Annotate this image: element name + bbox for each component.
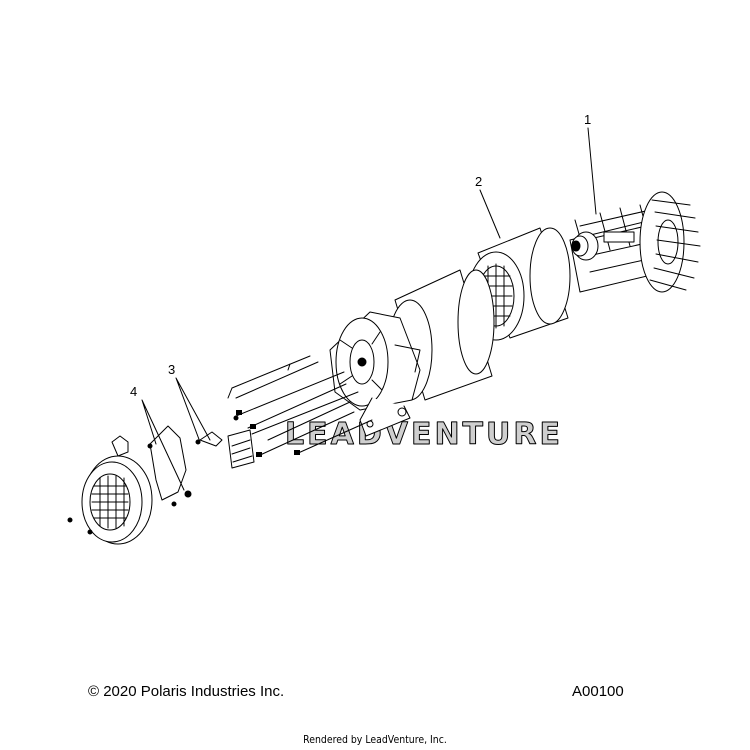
callout-3: 3 bbox=[168, 362, 175, 377]
leader-line-4 bbox=[141, 399, 185, 491]
callout-2: 2 bbox=[475, 174, 482, 189]
callout-1: 1 bbox=[584, 112, 591, 127]
leader-line-2 bbox=[479, 189, 501, 239]
figure-id: A00100 bbox=[572, 683, 624, 700]
rendered-by-text: Rendered by LeadVenture, Inc. bbox=[303, 733, 447, 746]
leader-line-1 bbox=[587, 127, 597, 215]
watermark: LEADVENTURE bbox=[285, 417, 563, 452]
brush-holder-parts bbox=[195, 415, 255, 469]
callout-4: 4 bbox=[130, 384, 137, 399]
copyright-text: © 2020 Polaris Industries Inc. bbox=[88, 683, 285, 700]
through-bolts bbox=[227, 355, 373, 457]
rotor-assembly bbox=[553, 191, 701, 293]
end-cover bbox=[67, 435, 153, 545]
end-bell-housing bbox=[329, 311, 421, 437]
leader-line-3 bbox=[175, 377, 211, 443]
cover-plate bbox=[147, 425, 192, 507]
